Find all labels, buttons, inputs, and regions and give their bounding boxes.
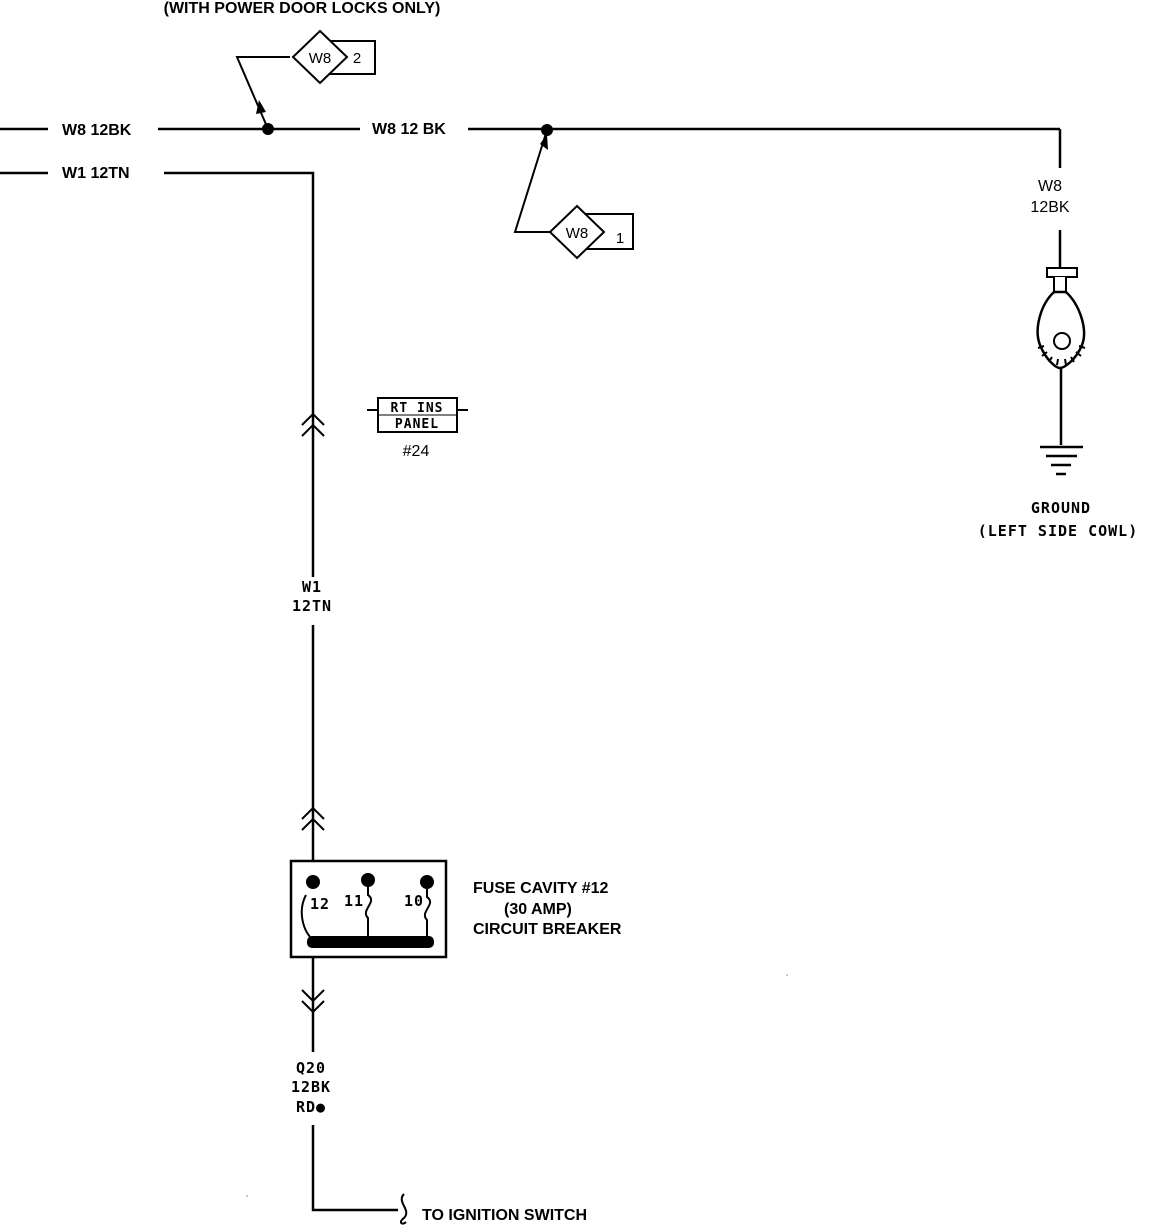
connector-chevron-lower [301,806,325,831]
leader-arrow-right [540,134,548,150]
fuse-terminal-10 [420,875,434,889]
wire-break-icon [399,1193,408,1225]
w8-mid-label: W8 12 BK [372,121,446,138]
rt-ins-panel-connector: RT INS PANEL [367,397,468,433]
splice-w8-1-label: W8 [566,225,589,242]
splice-w8-2-label: W8 [309,50,332,67]
w1-vert-circuit-label: W1 [302,578,322,596]
panel-ref: #24 [403,443,430,460]
fuse-desc-line3: CIRCUIT BREAKER [473,921,622,938]
splice-w8-1-number: 1 [616,230,624,247]
connector-chevron-upper [301,412,325,437]
q20-wire-lower [311,1125,398,1212]
panel-line1: RT INS [391,401,444,416]
fuse-block: 12 11 10 [289,859,448,959]
ground-icon [1040,445,1083,476]
fuse-terminal-11 [361,873,375,887]
ground-location: (LEFT SIDE COWL) [978,522,1139,540]
w8-left-label: W8 12BK [62,122,132,139]
fuse-cavity-12-label: 12 [310,895,330,913]
ring-terminal-icon [1036,267,1086,370]
w8-right-gauge-label: 12BK [1030,199,1069,216]
connector-chevron-bottom [301,989,325,1014]
splice-w8-1: W8 1 [548,204,634,260]
q20-color-label: RD● [296,1098,326,1116]
w1-left-label: W1 12TN [62,165,130,182]
w1-vert-gauge-label: 12TN [292,597,332,615]
w8-right-circuit-label: W8 [1038,178,1062,195]
fuse-desc-line1: FUSE CAVITY #12 [473,880,609,897]
q20-circuit-label: Q20 [296,1059,326,1077]
scan-speck [786,974,788,976]
scan-speck [246,1195,248,1197]
fuse-desc-line2: (30 AMP) [504,901,572,918]
w1-wire [164,171,315,577]
splice-w8-2-number: 2 [353,50,361,67]
diagram-title: (WITH POWER DOOR LOCKS ONLY) [164,0,441,17]
panel-line2: PANEL [395,417,439,432]
destination-label: TO IGNITION SWITCH [422,1207,587,1224]
fuse-cavity-10-label: 10 [404,892,424,910]
splice-w8-2: W8 2 [291,29,376,85]
splice-leader-left [235,56,290,130]
splice-leader-right [513,129,552,233]
leader-arrow-left [256,100,266,114]
fuse-bus-bar [307,936,434,948]
ground-label: GROUND [1031,499,1091,517]
fuse-cavity-11-label: 11 [344,892,364,910]
q20-gauge-label: 12BK [291,1078,331,1096]
fuse-terminal-12 [306,875,320,889]
